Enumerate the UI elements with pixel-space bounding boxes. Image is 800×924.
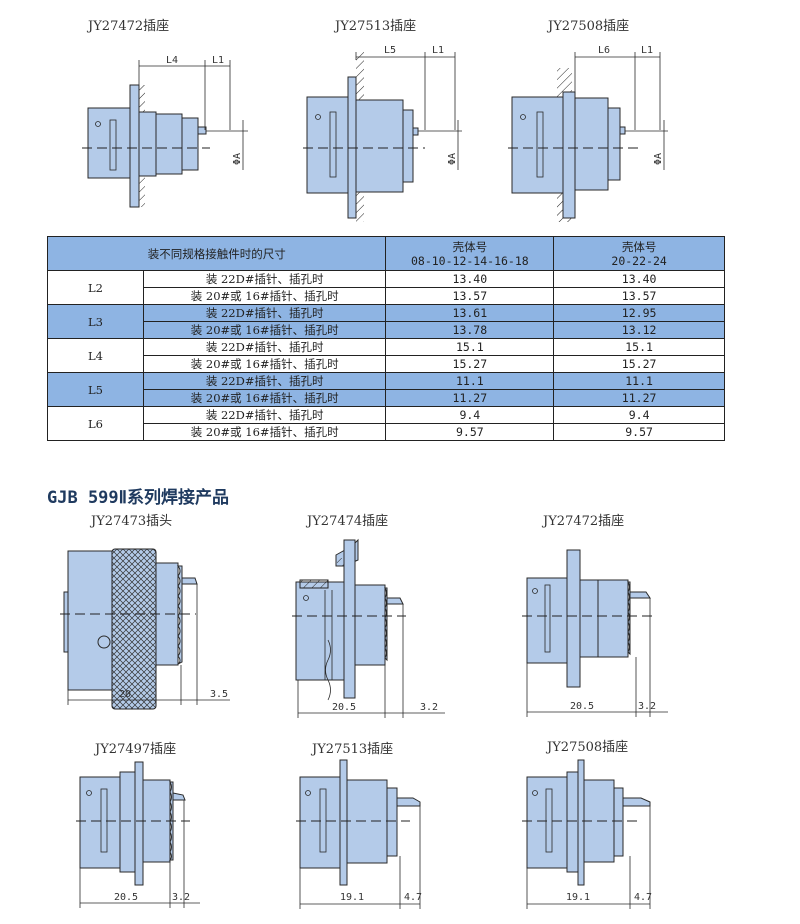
value-shell-small: 13.40	[385, 270, 555, 288]
value-shell-small: 13.61	[385, 304, 555, 322]
dim-label: 4.7	[404, 892, 422, 903]
contact-desc: 装 22D#插针、插孔时	[142, 338, 387, 356]
drawing-jy27508-weld: 19.1 4.7	[522, 759, 652, 909]
dimension-name: L5	[47, 372, 144, 407]
contact-desc: 装 22D#插针、插孔时	[142, 270, 387, 288]
dim-label: L4	[166, 55, 178, 66]
value-shell-large: 13.12	[553, 321, 725, 339]
drawing-title: JY27473插头	[91, 514, 173, 529]
value-shell-large: 11.1	[553, 372, 725, 390]
dim-label: ΦA	[232, 153, 243, 165]
dim-label: L6	[598, 45, 610, 56]
value-shell-large: 9.57	[553, 423, 725, 441]
dim-label: L1	[212, 55, 224, 66]
drawing-title: JY27513插座	[335, 19, 417, 34]
drawing-title: JY27472插座	[88, 19, 170, 34]
value-shell-large: 9.4	[553, 406, 725, 424]
drawing-title: JY27508插座	[548, 19, 630, 34]
dim-label: 20	[119, 689, 131, 700]
dim-label: ΦA	[653, 153, 664, 165]
value-shell-small: 13.78	[385, 321, 555, 339]
dimension-name: L2	[47, 270, 144, 305]
dim-label: 3.5	[210, 689, 228, 700]
dim-label: 3.2	[638, 701, 656, 712]
section-title: GJB 599Ⅱ系列焊接产品	[47, 488, 230, 508]
drawing-jy27513-weld: 19.1 4.7	[296, 759, 422, 909]
drawing-jy27472-weld: 20.5 3.2	[522, 549, 668, 717]
value-shell-small: 11.1	[385, 372, 555, 390]
value-shell-large: 13.40	[553, 270, 725, 288]
drawing-jy27473: 20 3.5	[60, 548, 230, 710]
drawing-title: JY27513插座	[312, 742, 394, 757]
dim-label: 20.5	[570, 701, 594, 712]
drawing-jy27474: 20.5 3.2	[292, 538, 445, 718]
dim-label: 4.7	[634, 892, 652, 903]
drawing-jy27513-top: L5 L1 ΦA	[303, 45, 462, 222]
value-shell-large: 15.1	[553, 338, 725, 356]
value-shell-large: 15.27	[553, 355, 725, 373]
contact-desc: 装 20#或 16#插针、插孔时	[142, 321, 387, 339]
dimension-name: L6	[47, 406, 144, 441]
value-shell-small: 15.27	[385, 355, 555, 373]
contact-desc: 装 20#或 16#插针、插孔时	[142, 287, 387, 305]
value-shell-large: 12.95	[553, 304, 725, 322]
value-shell-large: 13.57	[553, 287, 725, 305]
drawing-title: JY27474插座	[307, 514, 389, 529]
contact-desc: 装 20#或 16#插针、插孔时	[142, 389, 387, 407]
value-shell-small: 15.1	[385, 338, 555, 356]
dimension-name: L3	[47, 304, 144, 339]
dimension-name: L4	[47, 338, 144, 373]
dim-label: L1	[641, 45, 653, 56]
value-shell-small: 11.27	[385, 389, 555, 407]
dim-label: L5	[384, 45, 396, 56]
drawing-jy27497: 20.5 3.2	[76, 761, 200, 908]
contact-desc: 装 20#或 16#插针、插孔时	[142, 423, 387, 441]
contact-desc: 装 22D#插针、插孔时	[142, 304, 387, 322]
drawing-title: JY27472插座	[543, 514, 625, 529]
drawing-jy27472-top: L4 L1 ΦA	[82, 55, 248, 208]
value-shell-small: 13.57	[385, 287, 555, 305]
dim-label: 19.1	[340, 892, 364, 903]
dim-label: ΦA	[447, 153, 458, 165]
contact-desc: 装 22D#插针、插孔时	[142, 406, 387, 424]
dim-label: 3.2	[172, 892, 190, 903]
value-shell-small: 9.57	[385, 423, 555, 441]
dim-label: 20.5	[332, 702, 356, 713]
value-shell-small: 9.4	[385, 406, 555, 424]
drawing-title: JY27497插座	[95, 742, 177, 757]
header-label: 装不同规格接触件时的尺寸	[46, 236, 387, 271]
value-shell-large: 11.27	[553, 389, 725, 407]
dim-label: 19.1	[566, 892, 590, 903]
contact-desc: 装 20#或 16#插针、插孔时	[142, 355, 387, 373]
drawing-title: JY27508插座	[547, 740, 629, 755]
dim-label: L1	[432, 45, 444, 56]
dim-label: 3.2	[420, 702, 438, 713]
contact-desc: 装 22D#插针、插孔时	[142, 372, 387, 390]
dim-label: 20.5	[114, 892, 138, 903]
drawing-jy27508-top: L6 L1 ΦA	[508, 45, 668, 222]
